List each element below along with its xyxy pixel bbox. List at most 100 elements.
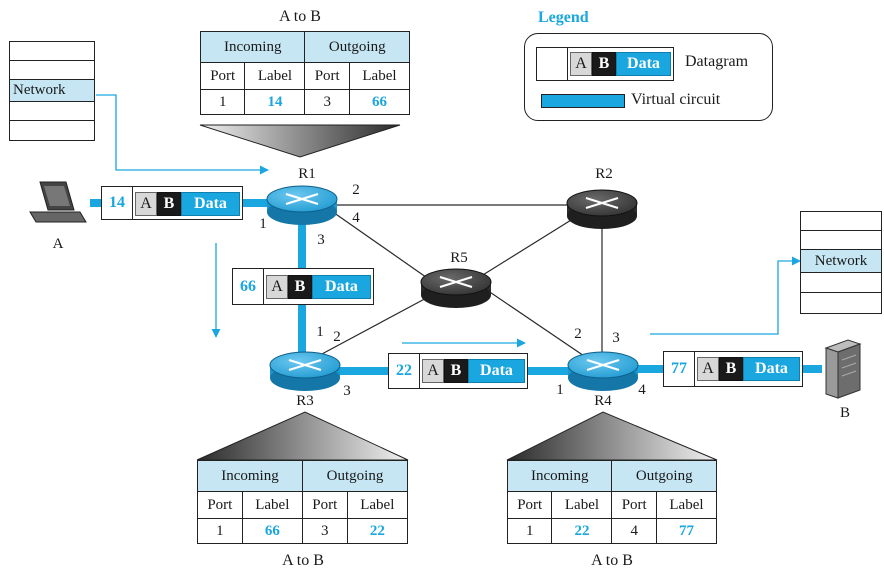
r4-table-pointer [506, 411, 718, 461]
packet-header-b: B [157, 192, 181, 216]
col-port: Port [611, 491, 657, 519]
network-layer-label: Network [10, 80, 94, 102]
packet-header-a: A [570, 52, 592, 76]
col-label: Label [241, 491, 303, 519]
port-label: 1 [556, 382, 564, 398]
network-layer-label: Network [801, 250, 881, 273]
router-r1 [266, 185, 338, 225]
legend-box: A B Data Datagram Virtual circuit [524, 33, 773, 121]
laptop-icon [29, 181, 87, 223]
router-r2-label: R2 [595, 166, 613, 182]
col-label: Label [346, 491, 409, 519]
cell: 14 [244, 89, 306, 115]
packet-header-b: B [288, 275, 312, 299]
col-port: Port [199, 62, 246, 90]
router-r3-label: R3 [296, 393, 314, 409]
outgoing-header: Outgoing [304, 31, 410, 63]
port-label: 3 [343, 383, 351, 399]
legend-datagram-sample: A B Data [536, 47, 674, 81]
outgoing-header: Outgoing [301, 460, 409, 492]
router-r5-label: R5 [450, 250, 468, 266]
r3-table-title: A to B [282, 552, 324, 569]
port-label: 3 [317, 232, 325, 248]
r3-table-pointer [196, 411, 409, 461]
packet-data: Data [468, 359, 525, 383]
router-r4-label: R4 [594, 393, 612, 409]
col-port: Port [304, 62, 350, 90]
port-label: 3 [612, 330, 620, 346]
incoming-header: Incoming [197, 460, 303, 492]
router-r5 [420, 268, 492, 308]
packet-data: Data [743, 357, 800, 381]
legend-virtual-circuit-swatch [541, 94, 625, 108]
packet-label: 22 [389, 354, 420, 388]
cell: 22 [346, 518, 409, 544]
port-label: 1 [316, 324, 324, 340]
col-label: Label [348, 62, 411, 90]
cell: 1 [199, 89, 246, 115]
packet-3: 22 A B Data [388, 353, 528, 389]
incoming-header: Incoming [199, 31, 306, 63]
router-r4 [567, 351, 639, 391]
port-label: 2 [352, 182, 360, 198]
cell: 1 [506, 518, 553, 544]
packet-label: 14 [102, 187, 133, 219]
legend-virtual-circuit-label: Virtual circuit [631, 91, 721, 108]
server-icon [824, 339, 862, 399]
r4-table-title: A to B [591, 552, 633, 569]
packet-header-a: A [697, 357, 719, 381]
r1-table-title: A to B [279, 8, 321, 25]
packet-4: 77 A B Data [663, 351, 803, 387]
col-label: Label [551, 491, 613, 519]
port-label: 4 [638, 382, 646, 398]
host-a-label: A [52, 236, 64, 252]
packet-header-a: A [135, 192, 157, 216]
cell: 4 [611, 518, 657, 544]
packet-header-b: B [444, 359, 468, 383]
cell: 66 [241, 518, 303, 544]
packet-2: 66 A B Data [232, 268, 374, 305]
packet-label: 66 [233, 269, 264, 304]
legend-title: Legend [538, 9, 589, 26]
packet-label: 77 [664, 352, 695, 386]
cell: 3 [301, 518, 348, 544]
packet-header-b: B [719, 357, 743, 381]
packet-header-b: B [592, 52, 616, 76]
legend-datagram-label: Datagram [685, 53, 749, 70]
network-stack-left: Network [9, 41, 95, 141]
col-label: Label [655, 491, 718, 519]
router-r1-label: R1 [298, 166, 316, 182]
packet-header-a: A [266, 275, 288, 299]
cell: 77 [655, 518, 718, 544]
packet-data: Data [312, 275, 371, 299]
incoming-header: Incoming [506, 460, 613, 492]
col-port: Port [506, 491, 553, 519]
router-r3 [269, 351, 341, 391]
col-port: Port [197, 491, 243, 519]
outgoing-header: Outgoing [611, 460, 717, 492]
plain-links [306, 204, 603, 363]
packet-data: Data [616, 52, 671, 76]
packet-1: 14 A B Data [101, 186, 243, 220]
cell: 66 [348, 89, 411, 115]
packet-data: Data [181, 192, 240, 216]
col-label: Label [244, 62, 306, 90]
r1-table-pointer [199, 124, 401, 158]
port-label: 2 [574, 326, 582, 342]
cell: 3 [304, 89, 350, 115]
flow-arrows [96, 94, 801, 348]
port-label: 1 [259, 216, 267, 232]
host-b-label: B [839, 405, 850, 421]
col-port: Port [301, 491, 348, 519]
network-stack-right: Network [800, 211, 882, 314]
router-r2 [566, 189, 638, 229]
cell: 1 [197, 518, 243, 544]
packet-header-a: A [422, 359, 444, 383]
cell: 22 [551, 518, 613, 544]
port-label: 4 [352, 210, 360, 226]
port-label: 2 [333, 329, 341, 345]
